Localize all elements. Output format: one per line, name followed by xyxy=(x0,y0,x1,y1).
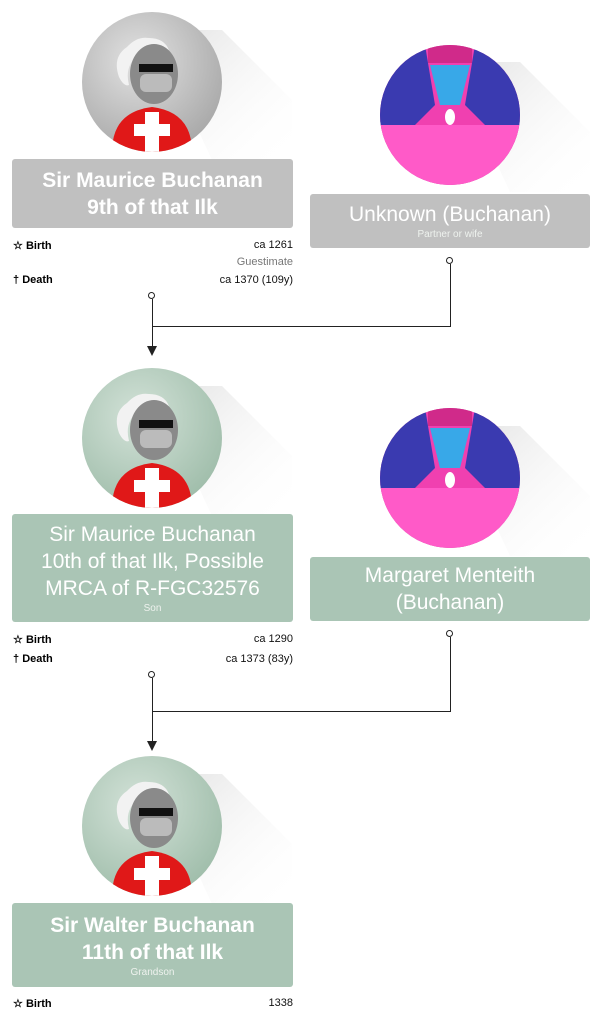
person-title: 9th of that Ilk xyxy=(87,195,218,219)
person-card-maurice-10th[interactable]: Sir Maurice Buchanan 10th of that Ilk, P… xyxy=(12,514,293,622)
arrow-down-icon xyxy=(147,346,157,356)
person-name: Sir Walter Buchanan xyxy=(50,913,255,937)
connector-node xyxy=(446,257,453,264)
person-card-maurice-9th[interactable]: Sir Maurice Buchanan 9th of that Ilk xyxy=(12,159,293,228)
woman-avatar[interactable] xyxy=(380,45,520,185)
partner-card-margaret[interactable]: Margaret Menteith (Buchanan) xyxy=(310,557,590,621)
connector-node xyxy=(148,292,155,299)
partner-name: Unknown (Buchanan) xyxy=(349,203,551,226)
connector-line xyxy=(152,299,153,347)
person-title: MRCA of R-FGC32576 xyxy=(45,577,260,600)
person-name: Sir Maurice Buchanan xyxy=(49,523,256,546)
connector-node xyxy=(148,671,155,678)
connector-line xyxy=(450,264,451,327)
woman-avatar[interactable] xyxy=(380,408,520,548)
person-card-walter[interactable]: Sir Walter Buchanan 11th of that Ilk Gra… xyxy=(12,903,293,987)
birth-icon: ☆ xyxy=(13,634,23,646)
person-relation: Son xyxy=(143,603,162,614)
partner-name: Margaret Menteith xyxy=(364,564,536,587)
person-relation: Grandson xyxy=(130,966,175,978)
birth-note: Guestimate xyxy=(236,256,293,268)
person-title: 11th of that Ilk xyxy=(81,940,224,964)
knight-avatar[interactable] xyxy=(82,756,222,896)
person-name: Sir Maurice Buchanan xyxy=(42,168,263,192)
connector-line xyxy=(152,326,451,327)
birth-icon: ☆ xyxy=(13,240,23,252)
partner-name: (Buchanan) xyxy=(395,591,505,614)
partner-card-unknown[interactable]: Unknown (Buchanan) Partner or wife xyxy=(310,194,590,248)
connector-node xyxy=(446,630,453,637)
knight-avatar[interactable] xyxy=(82,368,222,508)
connector-line xyxy=(152,711,451,712)
death-icon: † xyxy=(13,653,20,665)
arrow-down-icon xyxy=(147,741,157,751)
connector-line xyxy=(450,637,451,712)
partner-relation: Partner or wife xyxy=(417,229,483,240)
person-title: 10th of that Ilk, Possible xyxy=(41,550,264,573)
connector-line xyxy=(152,678,153,742)
death-icon: † xyxy=(13,274,20,286)
birth-icon: ☆ xyxy=(13,998,23,1010)
knight-avatar[interactable] xyxy=(82,12,222,152)
